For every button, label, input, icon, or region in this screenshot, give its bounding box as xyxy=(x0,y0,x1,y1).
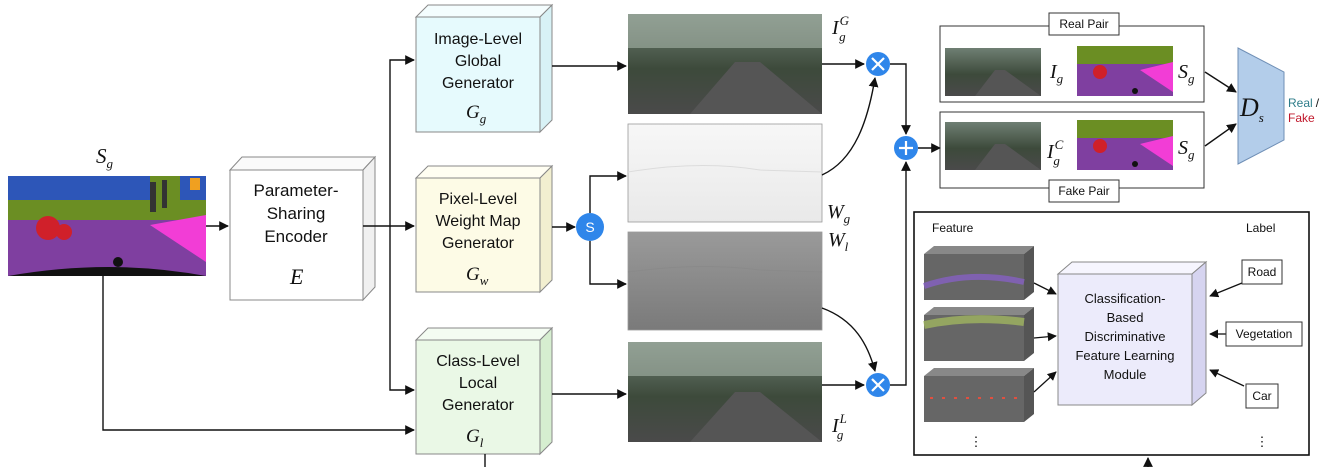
input-segmentation-map xyxy=(8,176,206,276)
weight-map-g-image xyxy=(627,123,823,223)
weight-map-g-label: Wg xyxy=(827,201,851,226)
local-output-image xyxy=(628,342,822,442)
encoder-box xyxy=(228,155,377,302)
local-generator-line1: Class-Level xyxy=(436,353,520,370)
multiply-global-icon xyxy=(866,52,890,76)
arrow-real-disc xyxy=(1204,71,1237,93)
add-icon xyxy=(894,136,918,160)
label-vegetation-box xyxy=(1225,321,1303,347)
arrow-encoder-local xyxy=(389,226,415,395)
fake-image-thumb xyxy=(945,122,1041,170)
local-generator-line2: Local xyxy=(459,375,497,392)
arrow-mult-add-top xyxy=(890,63,911,135)
arrow-encoder-global xyxy=(363,55,415,227)
label-road-box xyxy=(1241,259,1283,285)
label-vegetation: Vegetation xyxy=(1236,327,1293,341)
feature-cube-2 xyxy=(923,307,1034,361)
fake-pair-label: Fake Pair xyxy=(1058,184,1109,198)
global-generator-line1: Image-Level xyxy=(434,31,522,48)
weight-generator-line2: Weight Map xyxy=(435,213,520,230)
module-line4: Feature Learning xyxy=(1075,348,1174,363)
real-seg-thumb xyxy=(1077,46,1173,96)
module-line1: Classification- xyxy=(1085,291,1166,306)
local-generator-line3: Generator xyxy=(442,397,515,414)
feature-header: Feature xyxy=(932,221,974,235)
feature-cube-1 xyxy=(923,246,1034,300)
result-real: Real xyxy=(1288,96,1313,110)
weight-generator-symbol: Gw xyxy=(466,264,489,288)
arrow-wl-mult xyxy=(821,307,878,372)
fake-pair-tag xyxy=(1048,179,1120,203)
softmax-label: S xyxy=(585,219,594,235)
classification-module-box xyxy=(1056,260,1208,407)
global-generator-box xyxy=(414,3,554,134)
encoder-symbol: E xyxy=(289,264,304,289)
feature-cube-3 xyxy=(924,368,1034,422)
label-dots: ⋮ xyxy=(1256,434,1269,449)
local-generator-box xyxy=(414,326,554,456)
arrow-input-local xyxy=(102,276,415,435)
global-generator-line2: Global xyxy=(455,53,501,70)
module-line2: Based xyxy=(1107,310,1144,325)
label-car: Car xyxy=(1252,389,1271,403)
softmax-node: S xyxy=(576,213,604,241)
multiply-local-icon xyxy=(866,373,890,397)
global-generator-symbol: Gg xyxy=(466,102,487,126)
weight-generator-line1: Pixel-Level xyxy=(439,191,517,208)
arrow-softmax-wl xyxy=(589,241,627,289)
encoder-line1: Parameter- xyxy=(253,181,338,200)
result-fake: Fake xyxy=(1288,111,1315,125)
feature-module-frame xyxy=(913,211,1310,456)
encoder-line2: Sharing xyxy=(267,204,326,223)
discriminator-label: Ds xyxy=(1239,93,1264,125)
real-image-thumb xyxy=(945,48,1041,96)
arrow-softmax-wg xyxy=(589,171,627,213)
module-arrows xyxy=(1033,282,1245,393)
input-label: Sg xyxy=(96,144,114,171)
global-generator-line3: Generator xyxy=(442,75,515,92)
weight-map-l-image xyxy=(627,231,823,331)
encoder-line3: Encoder xyxy=(264,227,328,246)
discriminator-block xyxy=(1237,47,1285,165)
connectors xyxy=(102,55,1237,467)
module-line3: Discriminative xyxy=(1085,329,1166,344)
global-output-image xyxy=(628,14,822,114)
real-seg-label: Sg xyxy=(1178,61,1195,86)
fake-seg-thumb xyxy=(1077,120,1173,170)
real-pair-label: Real Pair xyxy=(1059,17,1108,31)
module-line5: Module xyxy=(1104,367,1147,382)
global-generator-face xyxy=(415,16,541,133)
arrow-fake-disc xyxy=(1204,123,1237,147)
weight-generator-face xyxy=(415,177,541,293)
weight-generator-box xyxy=(414,164,554,294)
label-car-box xyxy=(1245,383,1279,409)
fake-seg-label: Sg xyxy=(1178,137,1195,162)
result-slash: / xyxy=(1316,96,1320,110)
weight-map-l-label: Wl xyxy=(828,229,849,254)
weight-generator-line3: Generator xyxy=(442,235,515,252)
label-header: Label xyxy=(1246,221,1275,235)
real-image-label: Ig xyxy=(1049,61,1064,86)
result-real-line: Real/ xyxy=(1288,96,1320,110)
local-generator-symbol: Gl xyxy=(466,426,484,450)
label-road: Road xyxy=(1248,265,1277,279)
arrow-wg-mult xyxy=(821,77,879,176)
feature-dots: ⋮ xyxy=(970,434,983,449)
local-generator-face xyxy=(415,339,541,455)
real-pair-tag xyxy=(1048,12,1120,36)
arrow-mult-add-bottom xyxy=(890,161,911,386)
